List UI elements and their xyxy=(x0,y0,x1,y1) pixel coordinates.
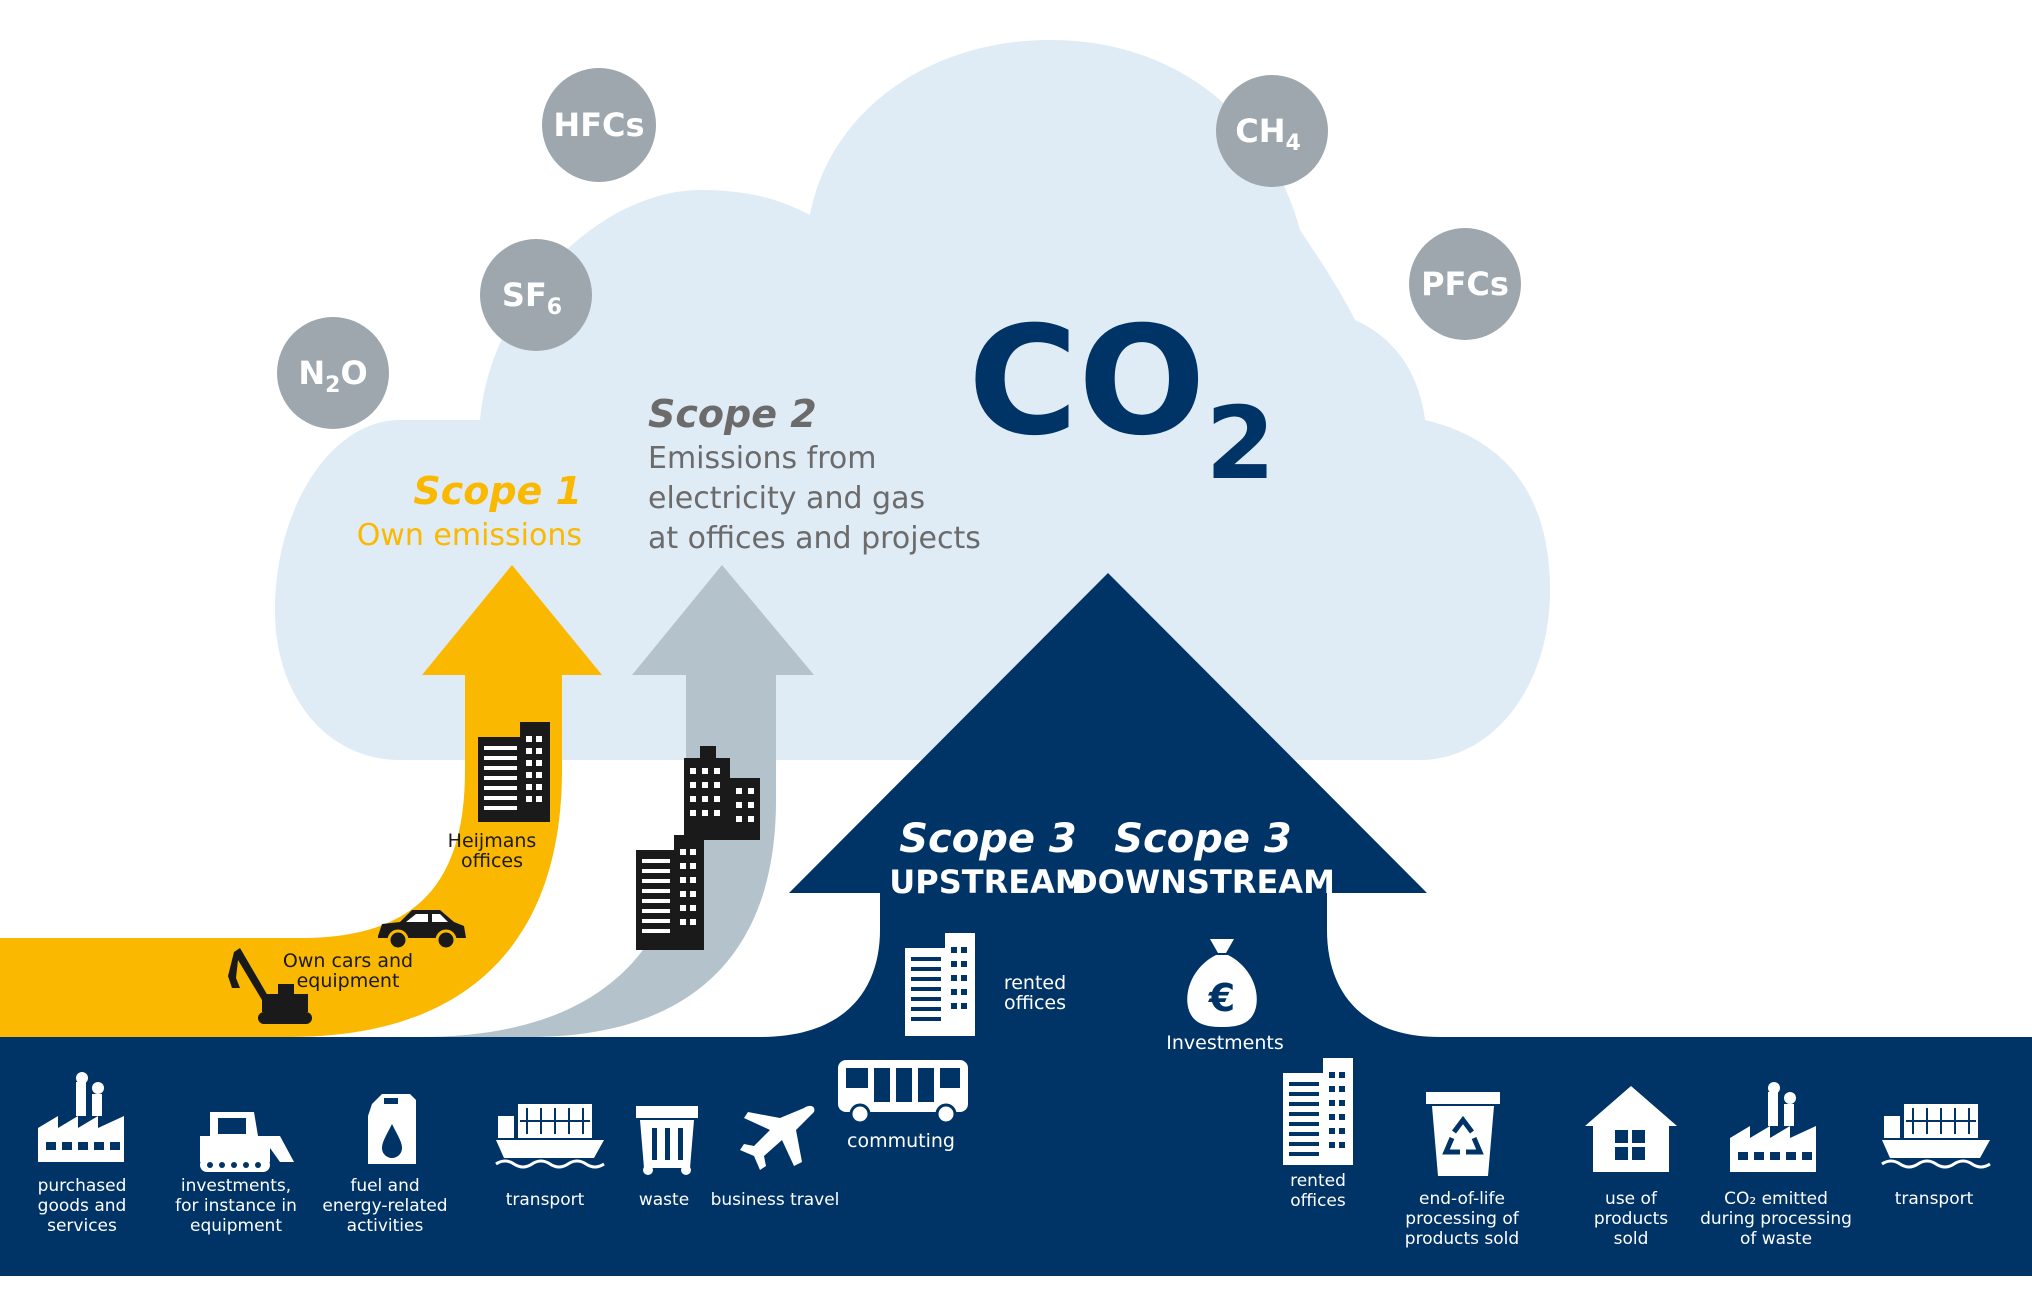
downstream-item-label-4-line-3: of waste xyxy=(1740,1229,1812,1249)
own-cars-label-2: equipment xyxy=(297,970,400,992)
scope3-upstream-subtitle: UPSTREAM xyxy=(889,863,1086,901)
scope3-upstream-title: Scope 3 xyxy=(899,816,1077,862)
upstream-items xyxy=(38,1072,815,1175)
upstream-item-label-1-line-2: goods and xyxy=(38,1196,127,1216)
office-building-icon xyxy=(478,722,550,822)
scope3-arrow xyxy=(0,573,2032,1276)
airplane-icon xyxy=(740,1105,815,1170)
downstream-item-label-3-line-1: use of xyxy=(1605,1189,1658,1209)
scope2-line1: Emissions from xyxy=(648,441,876,476)
fuel-can-icon xyxy=(368,1094,416,1164)
gas-hfcs-label: HFCs xyxy=(553,106,644,144)
downstream-item-label-2-line-2: processing of xyxy=(1405,1209,1519,1229)
gas-pfcs: PFCs xyxy=(1409,228,1521,340)
investments-label: Investments xyxy=(1166,1032,1284,1054)
gas-ch4: CH4 xyxy=(1216,75,1328,187)
co2-cloud xyxy=(275,40,1550,760)
scope3-upstream-text: Scope 3 UPSTREAM xyxy=(889,816,1086,901)
gas-n2o-label: N2O xyxy=(298,354,367,398)
downstream-item-label-4-line-1: CO₂ emitted xyxy=(1724,1189,1828,1209)
scope3-downstream-title: Scope 3 xyxy=(1114,816,1292,862)
gas-hfcs: HFCs xyxy=(542,68,656,182)
upstream-item-label-3-line-3: activities xyxy=(347,1216,424,1236)
upstream-item-label-3-line-2: energy-related xyxy=(322,1196,447,1216)
downstream-item-label-2-line-1: end-of-life xyxy=(1419,1189,1505,1209)
money-bag-icon: € xyxy=(1187,939,1257,1027)
scope1-arrow xyxy=(0,565,602,1037)
gas-sf6-label: SF6 xyxy=(502,276,562,320)
downstream-item-label-5-line-1: transport xyxy=(1895,1189,1974,1209)
city-buildings-icon xyxy=(684,746,760,840)
ship-icon xyxy=(495,1104,605,1169)
downstream-item-label-4-line-2: during processing xyxy=(1700,1209,1852,1229)
factory-icon xyxy=(38,1072,124,1162)
bus-icon xyxy=(838,1060,968,1125)
co2-title: CO2 xyxy=(968,295,1275,502)
scope1-title: Scope 1 xyxy=(413,469,582,513)
upstream-item-label-1-line-1: purchased xyxy=(38,1176,127,1196)
rented-offices-up-label-1: rented xyxy=(1004,972,1066,994)
svg-text:€: € xyxy=(1208,976,1235,1020)
downstream-item-label-3-line-3: sold xyxy=(1614,1229,1649,1249)
scope3-downstream-subtitle: DOWNSTREAM xyxy=(1071,863,1335,901)
downstream-item-label-1-line-1: rented xyxy=(1290,1171,1346,1191)
downstream-items xyxy=(1283,1058,1991,1176)
upstream-item-label-6-line-1: business travel xyxy=(711,1190,840,1210)
upstream-item-label-5-line-1: waste xyxy=(639,1190,689,1210)
scope1-subtitle: Own emissions xyxy=(357,518,582,553)
gas-pfcs-label: PFCs xyxy=(1421,265,1509,303)
gas-n2o: N2O xyxy=(277,317,389,429)
scope1-text: Scope 1 Own emissions xyxy=(357,469,582,553)
ship-icon xyxy=(1881,1104,1991,1169)
heijmans-offices-label-1: Heijmans xyxy=(448,830,537,852)
upstream-item-label-2-line-3: equipment xyxy=(190,1216,282,1236)
waste-container-icon xyxy=(636,1106,698,1175)
gas-ch4-label: CH4 xyxy=(1235,112,1301,156)
office-building-icon xyxy=(1283,1058,1353,1165)
house-icon xyxy=(1585,1086,1677,1172)
office-tower-icon xyxy=(636,835,704,950)
gas-sf6: SF6 xyxy=(480,239,592,351)
own-cars-label-1: Own cars and xyxy=(283,950,413,972)
downstream-item-label-3-line-2: products xyxy=(1594,1209,1668,1229)
upstream-item-label-1-line-3: services xyxy=(47,1216,117,1236)
upstream-item-label-2-line-1: investments, xyxy=(181,1176,291,1196)
recycle-bin-icon xyxy=(1426,1092,1500,1176)
rented-offices-up-label-2: offices xyxy=(1004,992,1066,1014)
upstream-item-label-2-line-2: for instance in xyxy=(175,1196,297,1216)
upstream-item-label-3-line-1: fuel and xyxy=(350,1176,419,1196)
excavator-icon xyxy=(228,948,312,1024)
office-building-icon xyxy=(905,933,975,1036)
scope3-downstream-text: Scope 3 DOWNSTREAM xyxy=(1071,816,1335,901)
upstream-item-label-4-line-1: transport xyxy=(506,1190,585,1210)
factory-icon xyxy=(1730,1082,1816,1172)
commuting-label: commuting xyxy=(847,1130,955,1152)
scope2-line2: electricity and gas xyxy=(648,481,925,516)
downstream-item-label-1-line-2: offices xyxy=(1290,1191,1346,1211)
scope2-line3: at offices and projects xyxy=(648,521,981,556)
car-icon xyxy=(378,910,466,951)
heijmans-offices-label-2: offices xyxy=(461,850,523,872)
scope2-title: Scope 2 xyxy=(648,392,817,436)
scope2-text: Scope 2 Emissions from electricity and g… xyxy=(648,392,981,556)
downstream-item-label-2-line-3: products sold xyxy=(1405,1229,1519,1249)
bulldozer-icon xyxy=(200,1112,294,1172)
